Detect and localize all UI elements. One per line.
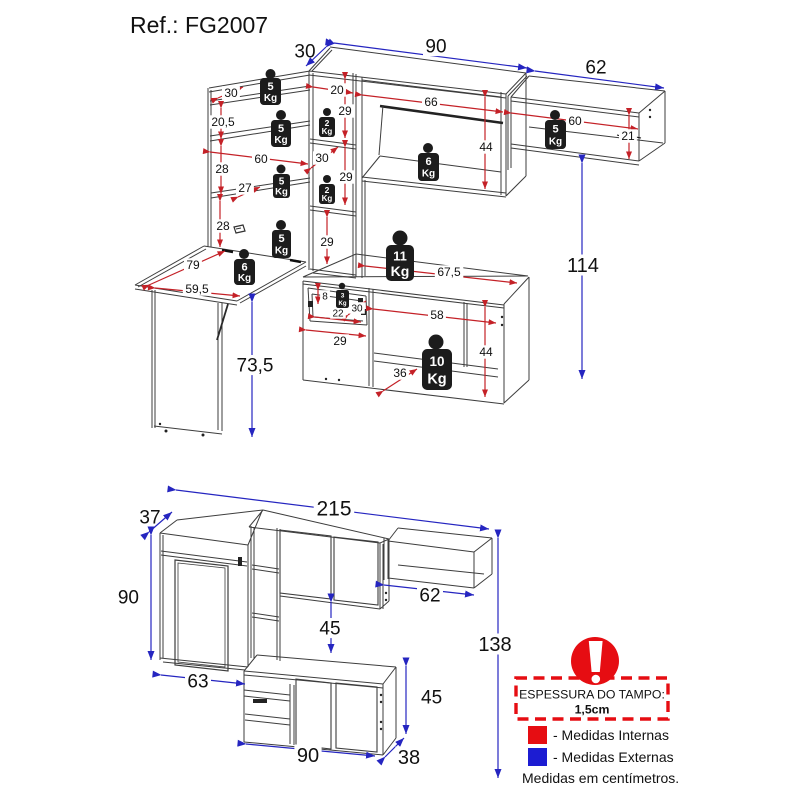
svg-text:138: 138 (478, 634, 511, 656)
svg-text:30: 30 (315, 151, 329, 165)
svg-text:Kg: Kg (427, 372, 446, 388)
svg-text:- Medidas Internas: - Medidas Internas (553, 727, 669, 743)
svg-text:28: 28 (215, 162, 229, 176)
svg-text:Kg: Kg (391, 263, 410, 279)
svg-text:5: 5 (278, 123, 284, 135)
svg-text:66: 66 (424, 95, 438, 109)
svg-text:59,5: 59,5 (185, 282, 209, 296)
svg-text:Kg: Kg (422, 169, 435, 180)
svg-text:45: 45 (319, 619, 340, 640)
svg-text:30: 30 (294, 42, 315, 63)
svg-text:30: 30 (351, 304, 363, 315)
svg-text:2: 2 (325, 185, 330, 195)
svg-text:21: 21 (621, 129, 635, 143)
svg-text:Kg: Kg (274, 135, 287, 146)
svg-text:28: 28 (216, 219, 230, 233)
svg-text:29: 29 (338, 104, 352, 118)
svg-text:ESPESSURA DO TAMPO:: ESPESSURA DO TAMPO: (519, 687, 665, 701)
svg-text:27: 27 (238, 181, 252, 195)
svg-text:5: 5 (279, 177, 285, 188)
svg-text:Ref.: FG2007: Ref.: FG2007 (130, 12, 268, 38)
svg-text:60: 60 (254, 152, 268, 166)
svg-text:44: 44 (479, 140, 493, 154)
svg-text:Medidas em centímetros.: Medidas em centímetros. (522, 770, 679, 786)
svg-text:114: 114 (567, 255, 599, 277)
svg-text:90: 90 (425, 37, 446, 58)
svg-text:38: 38 (398, 747, 420, 769)
svg-text:11: 11 (393, 248, 407, 263)
svg-text:1,5cm: 1,5cm (575, 702, 610, 716)
svg-text:Kg: Kg (322, 194, 333, 203)
svg-text:5: 5 (267, 81, 273, 93)
svg-text:6: 6 (425, 156, 431, 168)
svg-text:45: 45 (421, 688, 442, 709)
svg-text:90: 90 (118, 588, 139, 609)
svg-text:37: 37 (139, 508, 160, 529)
svg-text:67,5: 67,5 (437, 265, 461, 279)
svg-text:8: 8 (322, 292, 328, 303)
svg-text:- Medidas Externas: - Medidas Externas (553, 749, 674, 765)
svg-text:Kg: Kg (275, 246, 288, 257)
svg-text:6: 6 (241, 262, 247, 274)
svg-text:Kg: Kg (264, 93, 277, 104)
svg-text:22: 22 (332, 309, 344, 320)
svg-text:Kg: Kg (322, 127, 333, 136)
svg-text:73,5: 73,5 (237, 356, 274, 377)
svg-text:Kg: Kg (238, 273, 251, 284)
svg-text:5: 5 (552, 124, 558, 136)
svg-text:44: 44 (479, 345, 493, 359)
svg-text:20,5: 20,5 (211, 115, 235, 129)
svg-text:Kg: Kg (275, 187, 288, 198)
svg-text:Kg: Kg (549, 136, 562, 147)
svg-text:58: 58 (430, 308, 444, 322)
svg-text:62: 62 (419, 586, 440, 607)
svg-text:3: 3 (341, 293, 345, 300)
svg-text:29: 29 (339, 170, 353, 184)
svg-text:10: 10 (429, 354, 444, 369)
svg-text:62: 62 (585, 58, 606, 79)
svg-text:29: 29 (320, 235, 334, 249)
svg-text:79: 79 (186, 258, 200, 272)
svg-text:30: 30 (224, 86, 238, 100)
svg-text:2: 2 (325, 118, 330, 128)
svg-text:20: 20 (330, 83, 344, 97)
svg-text:Kg: Kg (339, 301, 347, 307)
svg-text:5: 5 (278, 233, 284, 245)
svg-text:90: 90 (297, 745, 319, 767)
svg-text:63: 63 (187, 672, 208, 693)
svg-text:215: 215 (316, 497, 351, 520)
svg-text:36: 36 (393, 366, 407, 380)
svg-text:60: 60 (568, 114, 582, 128)
svg-text:29: 29 (333, 334, 347, 348)
